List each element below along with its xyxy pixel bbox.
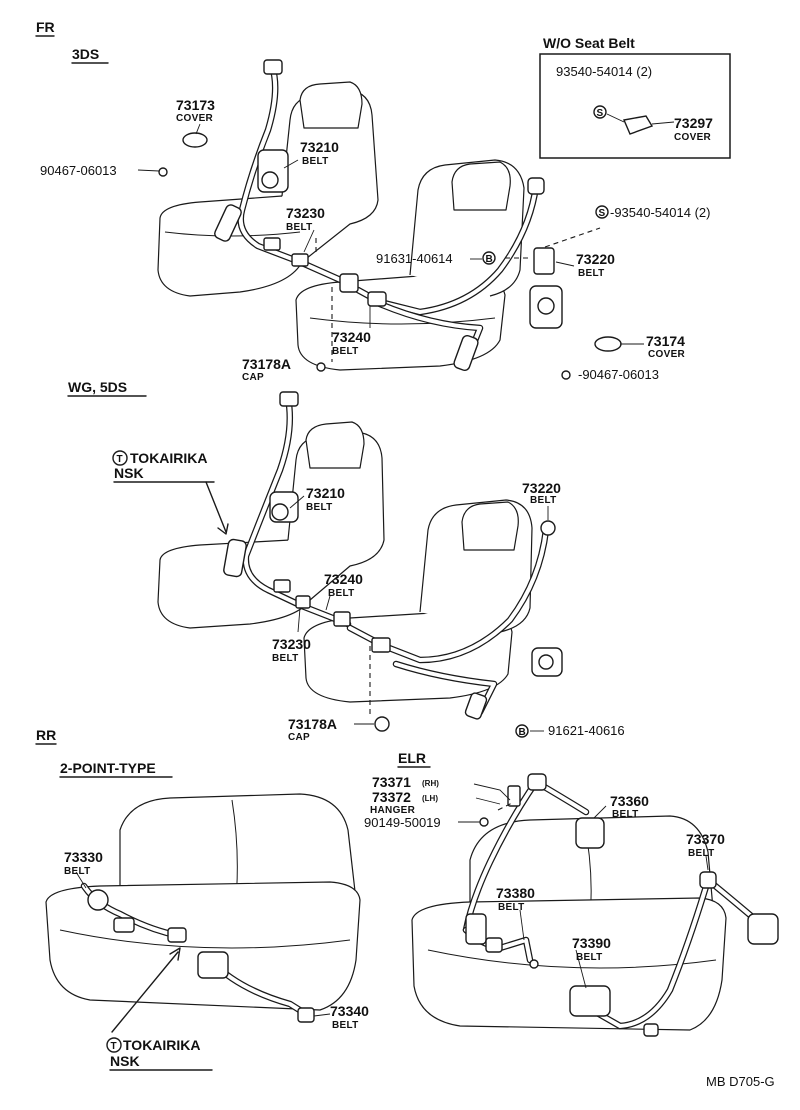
desc-belt: BELT <box>64 866 91 877</box>
part-73210: 73210 <box>300 139 339 155</box>
front-wg5ds-labels: TOKAIRIKA NSK 73210 BELT 73220 BELT 7324… <box>113 450 625 743</box>
brand-tokairika: TOKAIRIKA <box>130 450 208 466</box>
section-3ds-label: 3DS <box>72 46 99 62</box>
desc-belt: BELT <box>302 156 329 167</box>
part-73380: 73380 <box>496 885 535 901</box>
section-elr-label: ELR <box>398 750 426 766</box>
desc-belt: BELT <box>306 502 333 513</box>
part-73360: 73360 <box>610 793 649 809</box>
screw-icon <box>479 817 489 827</box>
screw-marker: S <box>599 208 606 219</box>
desc-belt: BELT <box>688 848 715 859</box>
front-3ds-markers: B S <box>482 205 609 265</box>
part-73240: 73240 <box>332 329 371 345</box>
part-73330: 73330 <box>64 849 103 865</box>
cap-icon <box>374 716 390 732</box>
part-73173: 73173 <box>176 97 215 113</box>
drawing-code: MB D705-G <box>706 1074 775 1089</box>
part-91631: 91631-40614 <box>376 251 453 266</box>
bolt-marker: B <box>519 727 526 738</box>
desc-belt: BELT <box>612 809 639 820</box>
rear-2point-labels: 73330 BELT 73340 BELT T TOKAIRIKA NSK <box>64 849 369 1071</box>
cover-73173-icon <box>182 132 208 148</box>
desc-belt: BELT <box>530 495 557 506</box>
section-front-label: FR <box>36 19 55 35</box>
side-rh: (RH) <box>422 779 439 788</box>
part-73372: 73372 <box>372 789 411 805</box>
desc-belt: BELT <box>286 222 313 233</box>
cover-73174-icon <box>594 336 622 352</box>
desc-cap: CAP <box>288 732 310 743</box>
rear-2point-drawing <box>45 793 361 1033</box>
part-91621: 91621-40616 <box>548 723 625 738</box>
part-73178a: 73178A <box>242 356 291 372</box>
front-wg5ds-markers: T B <box>112 450 529 738</box>
desc-belt: BELT <box>332 346 359 357</box>
front-3ds-belts <box>137 59 644 380</box>
part-73174: 73174 <box>646 333 685 349</box>
part-90149: 90149-50019 <box>364 815 441 830</box>
inset-title: W/O Seat Belt <box>543 35 635 51</box>
part-73297: 73297 <box>674 115 713 131</box>
desc-cover: COVER <box>176 113 214 124</box>
part-w73178a: 73178A <box>288 716 337 732</box>
part-93540: -93540-54014 (2) <box>610 205 710 220</box>
desc-cover: COVER <box>674 132 712 143</box>
brand-nsk-rear: NSK <box>110 1053 140 1069</box>
part-73390: 73390 <box>572 935 611 951</box>
part-90467-b: -90467-06013 <box>578 367 659 382</box>
part-93540-inset: 93540-54014 (2) <box>556 64 652 79</box>
front-wg5ds-belts <box>205 391 563 732</box>
brand-marker: T <box>111 1041 117 1052</box>
section-wg5ds-label: WG, 5DS <box>68 379 127 395</box>
desc-belt: BELT <box>328 588 355 599</box>
part-73370: 73370 <box>686 831 725 847</box>
part-73230: 73230 <box>286 205 325 221</box>
part-73371: 73371 <box>372 774 411 790</box>
part-w73240: 73240 <box>324 571 363 587</box>
desc-belt: BELT <box>332 1020 359 1031</box>
screw-icon <box>158 167 168 177</box>
desc-belt: BELT <box>578 268 605 279</box>
brand-nsk: NSK <box>114 465 144 481</box>
part-w73220: 73220 <box>522 480 561 496</box>
desc-hanger: HANGER <box>370 805 416 816</box>
part-w73230: 73230 <box>272 636 311 652</box>
brand-marker: T <box>117 454 123 465</box>
desc-belt: BELT <box>272 653 299 664</box>
front-wg5ds-seats <box>157 421 533 703</box>
front-3ds-seats <box>157 81 525 371</box>
part-90467-a: 90467-06013 <box>40 163 117 178</box>
front-3ds-labels: 73173 COVER 90467-06013 73210 BELT 73230… <box>40 97 710 383</box>
desc-belt: BELT <box>498 902 525 913</box>
rear-elr-labels: 73371 (RH) 73372 (LH) HANGER 90149-50019… <box>364 774 725 963</box>
inset-without-seat-belt: W/O Seat Belt 93540-54014 (2) S 73297 CO… <box>539 35 731 159</box>
section-rear-label: RR <box>36 727 56 743</box>
bolt-marker: B <box>486 254 493 265</box>
part-73340: 73340 <box>330 1003 369 1019</box>
desc-cap: CAP <box>242 372 264 383</box>
part-w73210: 73210 <box>306 485 345 501</box>
part-73220: 73220 <box>576 251 615 267</box>
screw-marker: S <box>597 108 604 119</box>
side-lh: (LH) <box>422 794 438 803</box>
rear-elr-drawing <box>411 773 779 1037</box>
cap-icon <box>316 362 326 372</box>
screw-icon <box>561 370 571 380</box>
section-headers: FR 3DS WG, 5DS RR 2-POINT-TYPE ELR <box>35 19 431 778</box>
desc-cover: COVER <box>648 349 686 360</box>
brand-tokairika-rear: TOKAIRIKA <box>123 1037 201 1053</box>
cover-73297-icon <box>623 115 654 135</box>
desc-belt: BELT <box>576 952 603 963</box>
section-2point-label: 2-POINT-TYPE <box>60 760 156 776</box>
